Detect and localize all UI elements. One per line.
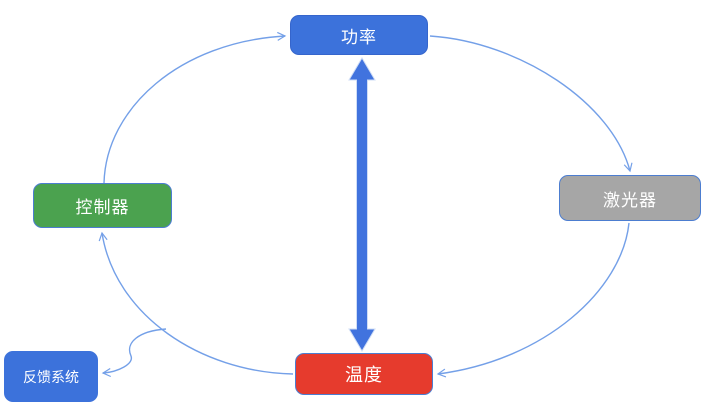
edge-temperature-to-controller	[102, 233, 294, 375]
node-power: 功率	[290, 15, 428, 55]
node-laser: 激光器	[559, 175, 701, 221]
node-temperature: 温度	[295, 353, 433, 395]
node-feedback: 反馈系统	[4, 351, 98, 402]
edge-laser-to-temperature	[438, 222, 630, 374]
node-laser-label: 激光器	[603, 190, 657, 210]
edge-arc-to-feedback	[103, 328, 167, 373]
node-controller-label: 控制器	[75, 198, 130, 217]
node-feedback-label: 反馈系统	[23, 368, 79, 385]
edge-controller-to-power	[103, 36, 285, 184]
node-power-label: 功率	[341, 27, 377, 47]
edge-power-to-laser	[429, 35, 630, 171]
double-arrow-power-temperature	[348, 57, 376, 352]
node-controller: 控制器	[33, 183, 172, 228]
node-temperature-label: 温度	[345, 365, 383, 385]
